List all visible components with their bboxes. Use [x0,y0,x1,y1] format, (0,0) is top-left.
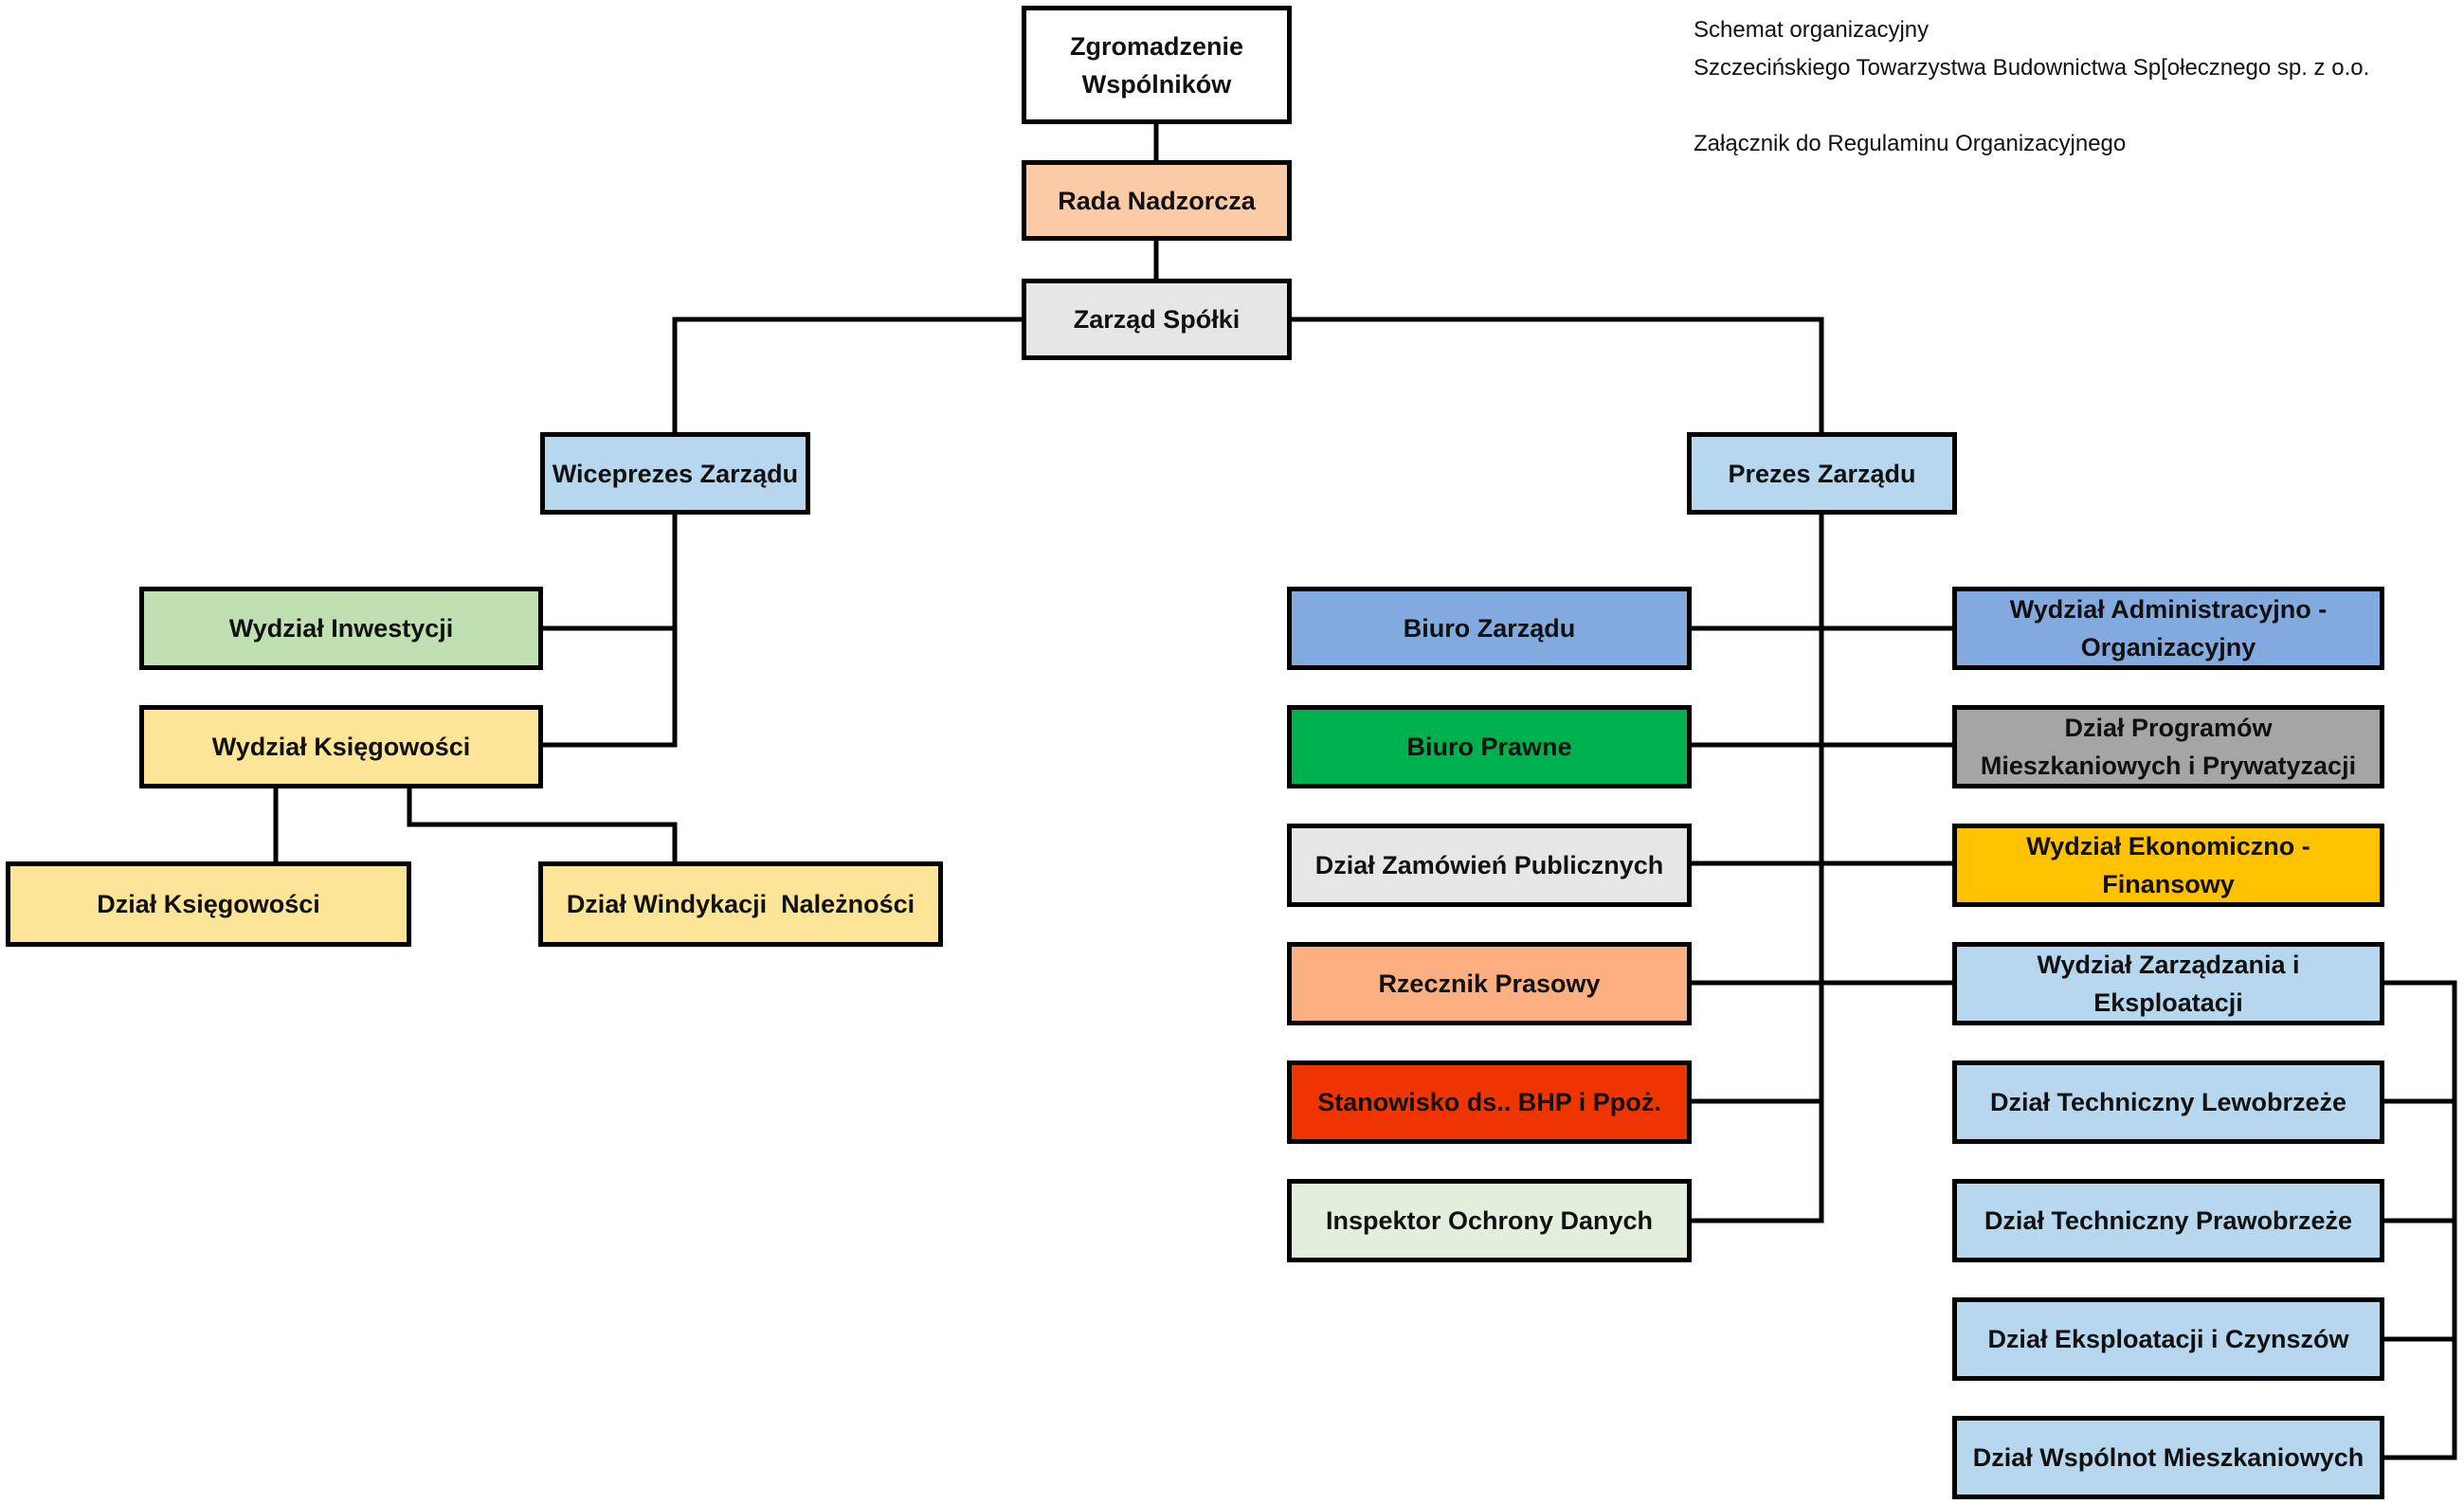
connector-zarzad-wiceprezes [672,317,1026,436]
node-inspektor-ochrony-danych: Inspektor Ochrony Danych [1287,1179,1692,1262]
node-label: Rada Nadzorcza [1058,186,1256,215]
node-label: Wydział Zarządzania i Eksploatacji [2037,951,2300,1017]
node-label: Zarząd Spółki [1073,305,1241,334]
chart-note: Schemat organizacyjny Szczecińskiego Tow… [1694,11,2369,163]
node-label: Dział Księgowości [97,890,320,918]
node-label: Dział Techniczny Prawobrzeże [1984,1206,2353,1235]
node-label: Zgromadzenie Wspólników [1069,31,1244,99]
node-label: Biuro Zarządu [1403,614,1576,643]
node-wydzial-zarzadzania-eksploatacji: Wydział Zarządzania i Eksploatacji [1952,942,2384,1025]
node-wydzial-ekonomiczno-finansowy: Wydział Ekonomiczno - Finansowy [1952,824,2384,907]
node-wydzial-ksiegowosci: Wydział Księgowości [139,705,543,788]
note-company: Szczecińskiego Towarzystwa Budownictwa S… [1694,55,2370,81]
node-wydzial-inwestycji: Wydział Inwestycji [139,587,543,670]
node-label: Wydział Ekonomiczno - Finansowy [2026,832,2310,898]
node-dzial-wspolnot-mieszkaniowych: Dział Wspólnot Mieszkaniowych [1952,1416,2384,1499]
node-dzial-techniczny-lewobrzeze: Dział Techniczny Lewobrzeże [1952,1060,2384,1144]
node-biuro-zarzadu: Biuro Zarządu [1287,587,1692,670]
node-label: Wiceprezes Zarządu [552,459,799,488]
node-label: Dział Eksploatacji i Czynszów [1987,1325,2349,1353]
node-label: Wydział Inwestycji [228,614,454,643]
node-label: Wydział Księgowości [211,733,471,761]
node-zarzad-spolki: Zarząd Spółki [1022,279,1292,360]
node-stanowisko-bhp: Stanowisko ds.. BHP i Ppoż. [1287,1060,1692,1144]
node-dzial-techniczny-prawobrzeze: Dział Techniczny Prawobrzeże [1952,1179,2384,1262]
node-label: Dział Windykacji Należności [566,890,915,918]
connector-zarzad-prezes [1286,317,1824,436]
node-label: Dział Wspólnot Mieszkaniowych [1972,1443,2364,1472]
node-label: Prezes Zarządu [1728,459,1916,488]
node-wydzial-administracyjno-organizacyjny: Wydział Administracyjno - Organizacyjny [1952,587,2384,670]
node-label: Dział Techniczny Lewobrzeże [1989,1088,2347,1116]
node-wiceprezes-zarzadu: Wiceprezes Zarządu [540,432,810,515]
node-label: Dział Zamówień Publicznych [1314,851,1664,879]
node-dzial-windykacji: Dział Windykacji Należności [538,861,943,947]
node-zgromadzenie-wspolnikow: Zgromadzenie Wspólników [1022,6,1292,124]
node-label: Biuro Prawne [1406,733,1572,761]
node-dzial-ksiegowosci: Dział Księgowości [6,861,411,947]
node-label: Inspektor Ochrony Danych [1325,1206,1654,1235]
node-label: Wydział Administracyjno - Organizacyjny [2009,595,2328,661]
node-biuro-prawne: Biuro Prawne [1287,705,1692,788]
node-dzial-eksploatacji-czynszow: Dział Eksploatacji i Czynszów [1952,1297,2384,1381]
node-rzecznik-prasowy: Rzecznik Prasowy [1287,942,1692,1025]
node-dzial-zamowien-publicznych: Dział Zamówień Publicznych [1287,824,1692,907]
node-rada-nadzorcza: Rada Nadzorcza [1022,160,1292,241]
note-attachment: Załącznik do Regulaminu Organizacyjnego [1694,131,2127,156]
node-prezes-zarzadu: Prezes Zarządu [1687,432,1957,515]
node-label: Stanowisko ds.. BHP i Ppoż. [1317,1088,1661,1116]
node-label: Dział Programów Mieszkaniowych i Prywaty… [1980,714,2357,780]
note-title: Schemat organizacyjny [1694,17,1930,43]
node-dzial-programow-mieszkaniowych: Dział Programów Mieszkaniowych i Prywaty… [1952,705,2384,788]
connector-windykacji [407,784,678,865]
node-label: Rzecznik Prasowy [1378,969,1601,998]
